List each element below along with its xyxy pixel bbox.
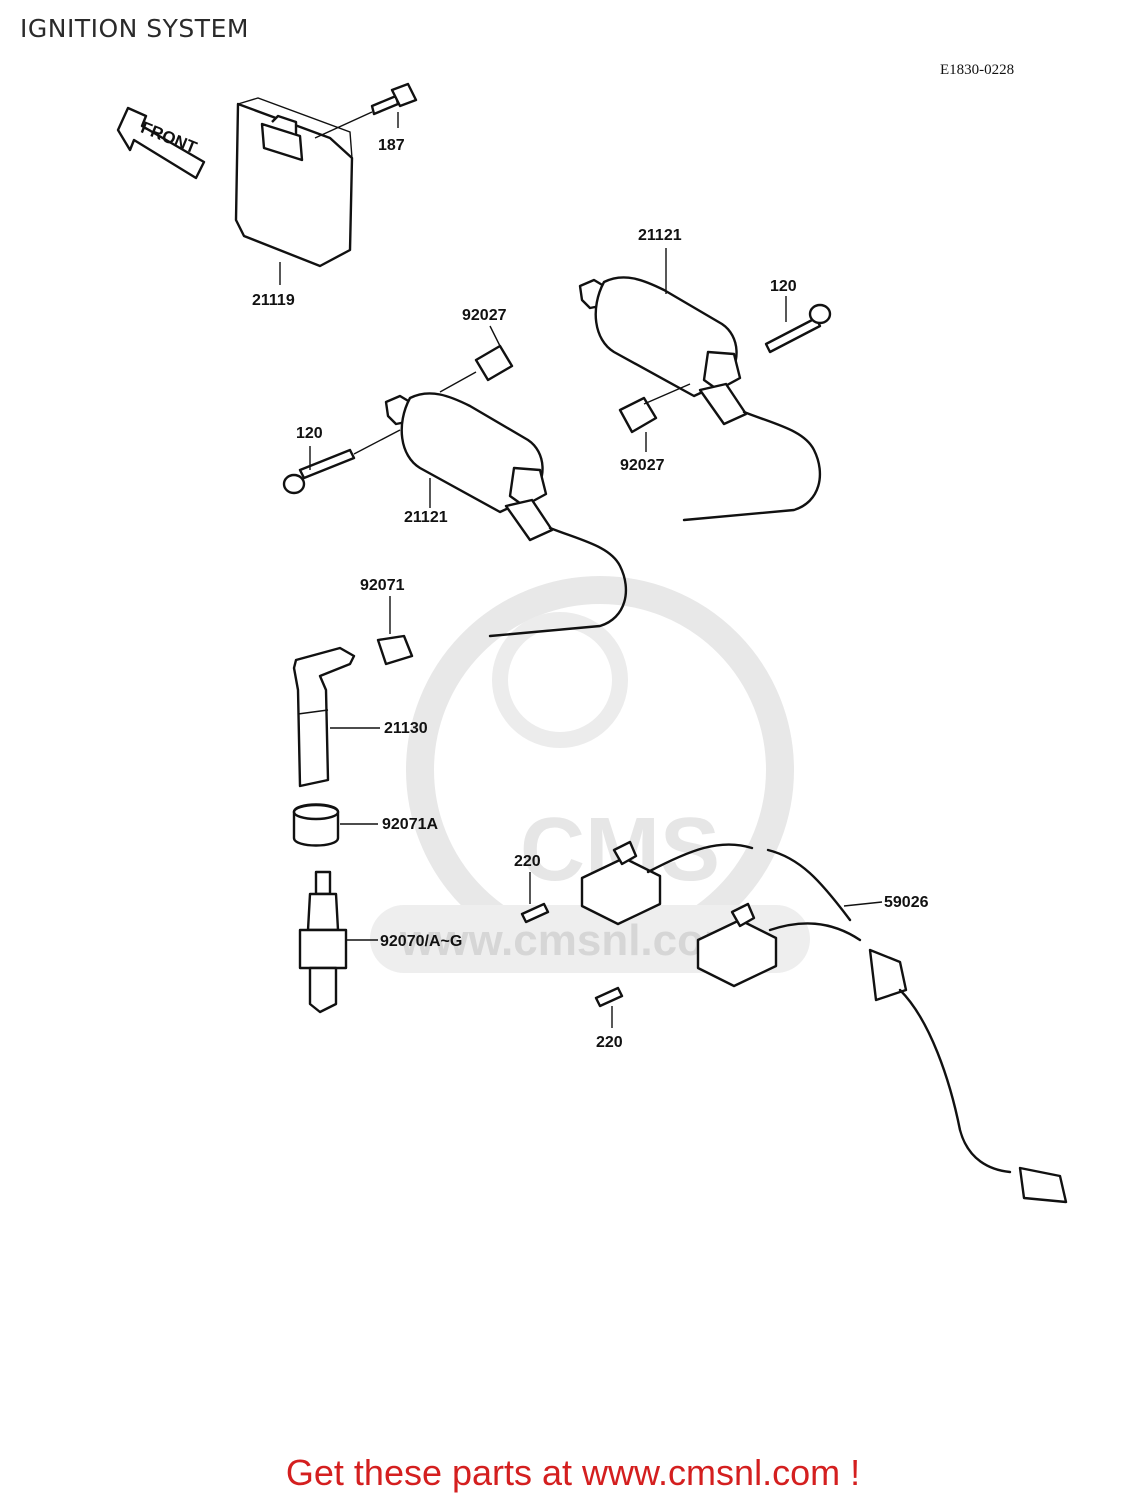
callout-120-left: 120 <box>296 425 323 442</box>
callout-220-upper: 220 <box>514 853 541 870</box>
collar-92027-lower <box>618 383 691 452</box>
callout-187: 187 <box>378 137 405 154</box>
grommet-92071 <box>376 596 414 666</box>
footer-promo-text: Get these parts at www.cmsnl.com ! <box>285 1452 861 1493</box>
bolt-120-left <box>282 429 401 495</box>
callout-21119: 21119 <box>252 292 295 309</box>
screw-220-lower <box>594 986 624 1028</box>
callout-92071A: 92071A <box>382 816 438 833</box>
callout-120-right: 120 <box>770 278 797 295</box>
callout-92070: 92070/A~G <box>380 933 462 950</box>
page-title: IGNITION SYSTEM <box>20 14 249 43</box>
seal-92071A <box>292 803 378 847</box>
callout-92027-upper: 92027 <box>462 307 507 324</box>
callout-21130: 21130 <box>384 720 428 737</box>
exploded-view-diagram: CMS www.cmsnl.com FRONT <box>116 82 1068 1204</box>
front-arrow-icon: FRONT <box>116 106 206 180</box>
plug-cap-21130 <box>292 646 380 788</box>
watermark-face <box>492 612 628 748</box>
callout-92071: 92071 <box>360 577 405 594</box>
bolt-120-right <box>764 296 832 354</box>
diagram-code: E1830-0228 <box>940 62 1015 78</box>
igniter-unit-21119 <box>234 97 373 285</box>
watermark-url-text: www.cmsnl.com <box>399 916 743 965</box>
callout-21121-lower: 21121 <box>404 509 448 526</box>
callout-21121-upper: 21121 <box>638 227 682 244</box>
screw-220-upper <box>520 872 550 924</box>
spark-plug-92070 <box>298 870 378 1014</box>
screw-187 <box>370 82 418 128</box>
harness-59026 <box>580 840 1068 1204</box>
callout-59026: 59026 <box>884 894 929 911</box>
ignition-coil-right-21121 <box>578 248 822 522</box>
collar-92027-upper <box>439 325 514 393</box>
callout-220-lower: 220 <box>596 1034 623 1051</box>
callout-92027-lower: 92027 <box>620 457 665 474</box>
ignition-coil-left-21121 <box>384 392 628 638</box>
